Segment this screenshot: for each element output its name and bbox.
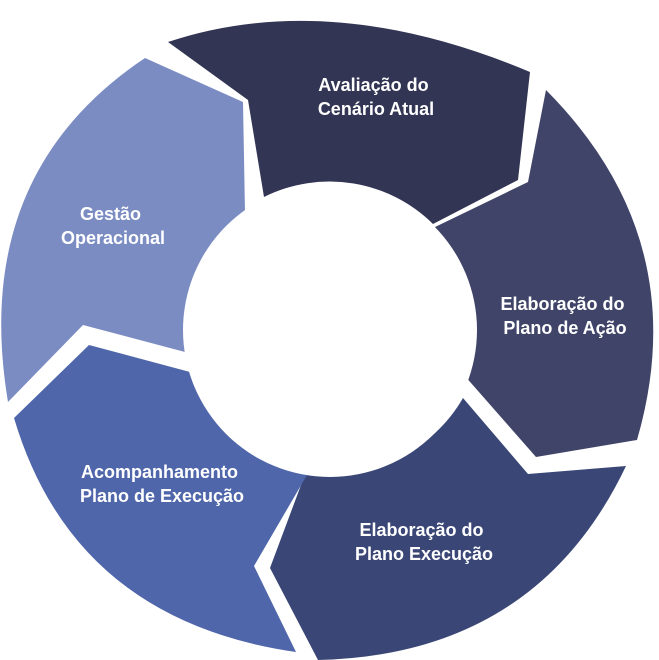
segment-shape	[14, 345, 307, 652]
segment-execucao: Elaboração do Plano Execução	[270, 398, 626, 660]
segment-shape	[168, 20, 530, 224]
segment-shape	[270, 398, 626, 660]
segment-label-acao: Elaboração do Plano de Ação	[500, 294, 629, 338]
segment-acao: Elaboração do Plano de Ação	[433, 90, 654, 457]
segment-acompanhamento: Acompanhamento Plano de Execução	[14, 345, 307, 652]
segment-shape	[433, 90, 654, 457]
center-hole	[183, 183, 477, 477]
segment-label-gestao: Gestão Operacional	[61, 204, 165, 248]
segment-label-avaliacao: Avaliação do Cenário Atual	[318, 75, 434, 119]
segment-label-acompanhamento: Acompanhamento Plano de Execução	[80, 462, 244, 506]
segment-avaliacao: Avaliação do Cenário Atual	[168, 20, 530, 224]
segment-label-execucao: Elaboração do Plano Execução	[355, 520, 493, 564]
